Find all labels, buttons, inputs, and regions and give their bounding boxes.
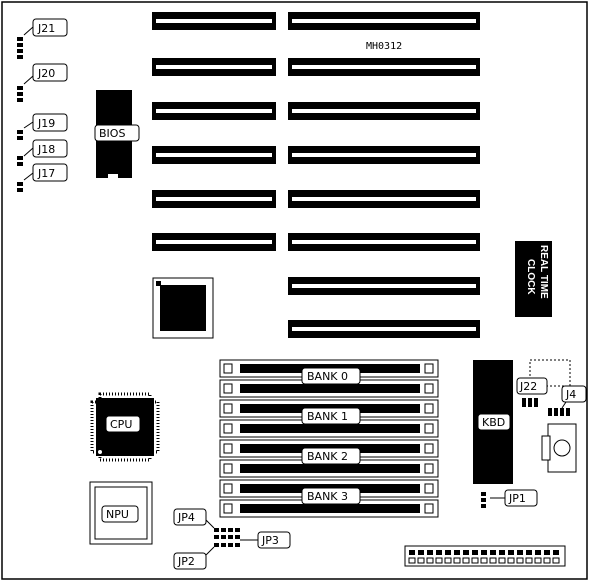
j20-label: J20 bbox=[37, 67, 55, 80]
bios-label: BIOS bbox=[99, 127, 125, 140]
jumper-jp4: JP4 bbox=[173, 508, 215, 529]
bank-0-label: BANK 0 bbox=[307, 370, 348, 383]
bank-2-label: BANK 2 bbox=[307, 450, 348, 463]
board-model-label: MH0312 bbox=[366, 41, 402, 52]
jumper-j20: J20 bbox=[17, 63, 68, 102]
kbd-label: KBD bbox=[482, 416, 505, 429]
jumper-jp2: JP2 bbox=[173, 546, 215, 570]
chipset-chip bbox=[152, 277, 214, 339]
isa-slots-right bbox=[288, 12, 480, 338]
jumper-jp3: JP3 bbox=[240, 531, 291, 549]
j18-label: J18 bbox=[37, 143, 55, 156]
jumper-j21: J21 bbox=[17, 18, 68, 59]
bank-3-label: BANK 3 bbox=[307, 490, 348, 503]
real-time-clock: REAL TIME CLOCK bbox=[515, 241, 552, 317]
bank-0-label-box: BANK 0 bbox=[301, 367, 361, 385]
jumper-j18: J18 bbox=[17, 139, 68, 166]
rtc-label-line1: REAL TIME bbox=[538, 245, 549, 299]
simm-socket bbox=[219, 379, 439, 398]
rtc-label-line2: CLOCK bbox=[525, 259, 536, 295]
jp3-label: JP3 bbox=[261, 534, 279, 547]
j17-label: J17 bbox=[37, 167, 55, 180]
npu-label: NPU bbox=[106, 508, 129, 521]
simm-socket bbox=[219, 459, 439, 478]
cpu-label: CPU bbox=[110, 418, 132, 431]
kbd-chip: KBD bbox=[473, 360, 513, 484]
jp4-label: JP4 bbox=[177, 511, 195, 524]
bank-3-label-box: BANK 3 bbox=[301, 487, 361, 505]
jp1-label: JP1 bbox=[508, 492, 526, 505]
bank-2-label-box: BANK 2 bbox=[301, 447, 361, 465]
jp2-label: JP2 bbox=[177, 555, 195, 568]
bottom-connector bbox=[404, 545, 566, 567]
jumper-jp1: JP1 bbox=[481, 489, 538, 508]
cpu-chip: CPU bbox=[90, 392, 160, 462]
j19-label: J19 bbox=[37, 117, 55, 130]
bios-chip: BIOS bbox=[94, 90, 140, 180]
bank-1-label-box: BANK 1 bbox=[301, 407, 361, 425]
jumper-j4: J4 bbox=[548, 385, 587, 416]
npu-chip: NPU bbox=[89, 481, 153, 545]
jumper-j17: J17 bbox=[17, 163, 68, 192]
j4-label: J4 bbox=[565, 388, 576, 401]
bank-1-label: BANK 1 bbox=[307, 410, 348, 423]
j21-label: J21 bbox=[37, 22, 55, 35]
isa-slots-left bbox=[152, 12, 276, 251]
jumper-pins-jp bbox=[214, 528, 240, 547]
jumper-j22: J22 bbox=[516, 377, 548, 407]
j22-label: J22 bbox=[519, 380, 537, 393]
jumper-j19: J19 bbox=[17, 113, 68, 140]
